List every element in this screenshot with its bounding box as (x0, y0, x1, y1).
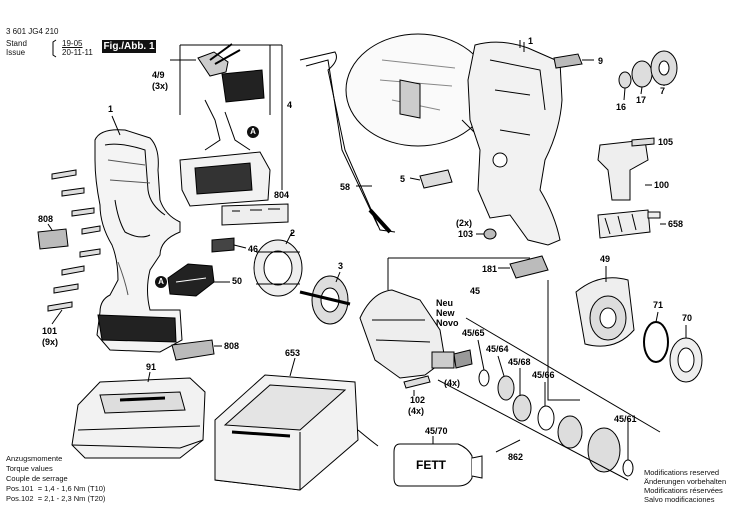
callout-804: 804 (274, 190, 290, 200)
marker-a-switch: A (247, 126, 259, 138)
grease-label: FETT (416, 458, 446, 472)
screws-101 (47, 169, 101, 312)
callout-49: 49 (600, 254, 611, 264)
left-housing-shell (94, 129, 183, 353)
hand-strap-58 (299, 51, 396, 234)
callout-103-qty: (2x) (456, 218, 473, 228)
callout-101-qty: (9x) (42, 337, 59, 347)
callout-91: 91 (146, 362, 157, 372)
switch-assembly (179, 43, 271, 207)
marker-a-housing: A (155, 276, 167, 288)
modifications-en: Modifications reserved (644, 468, 720, 477)
callout-101: 101 (42, 326, 58, 336)
figure-label: Fig./Abb. 1 (102, 40, 156, 53)
callout-9: 9 (598, 56, 604, 66)
callout-1-left: 1 (108, 104, 114, 114)
callout-46: 46 (248, 244, 259, 254)
callout-5: 5 (400, 174, 406, 184)
callout-4: 4 (287, 100, 293, 110)
new-label-en: New (436, 308, 455, 318)
callout-45-65: 45/65 (462, 328, 485, 338)
callout-45: 45 (470, 286, 481, 296)
contact-plate-804 (221, 203, 289, 226)
issue-value: 20-11-11 (62, 48, 93, 57)
lens-5 (419, 169, 453, 189)
stand-value: 19-05 (62, 39, 83, 48)
modifications-fr: Modifications réservées (644, 486, 723, 495)
document-number: 3 601 JG4 210 (6, 27, 59, 36)
label-808-lower (171, 339, 215, 361)
modifications-es: Salvo modificaciones (644, 495, 715, 504)
callout-45-68: 45/68 (508, 357, 531, 367)
callout-2: 2 (290, 228, 296, 238)
stand-label: Stand (6, 39, 27, 48)
screw-105 (631, 137, 655, 147)
callout-100: 100 (654, 180, 670, 190)
callout-58: 58 (340, 182, 351, 192)
grease-tube (393, 443, 473, 487)
callout-808-bottom: 808 (224, 341, 240, 351)
modifications-de: Änderungen vorbehalten (644, 477, 727, 486)
rotor-3 (299, 275, 351, 325)
callout-653: 653 (285, 348, 301, 358)
callout-102: 102 (410, 395, 426, 405)
callout-45-66: 45/66 (532, 370, 555, 380)
callout-70: 70 (682, 313, 693, 323)
small-parts-16-17-7 (618, 50, 678, 89)
callout-102-qty: (4x) (408, 406, 425, 416)
callout-103: 103 (458, 229, 474, 239)
leader-1-left (111, 115, 121, 136)
torque-heading-fr: Couple de serrage (6, 474, 68, 483)
belt-clip-100 (597, 139, 649, 201)
torque-heading-en: Torque values (6, 464, 53, 473)
plate-181 (509, 255, 549, 279)
callout-17: 17 (636, 95, 647, 105)
callout-105: 105 (658, 137, 674, 147)
gear-stack (478, 369, 634, 477)
gear-housing-45 (359, 289, 473, 379)
callout-45-64: 45/64 (486, 344, 509, 354)
header-bracket (52, 39, 57, 58)
callout-862: 862 (508, 452, 524, 462)
front-chuck-parts (575, 277, 703, 383)
callout-1-right: 1 (528, 36, 534, 46)
label-808-left (37, 228, 69, 250)
screw-102 (403, 375, 431, 389)
callout-4-9: 4/9 (152, 70, 165, 80)
torque-heading-de: Anzugsmomente (6, 454, 63, 463)
callout-181: 181 (482, 264, 498, 274)
battery-charger (214, 374, 379, 491)
callout-808-top: 808 (38, 214, 54, 224)
callout-7: 7 (660, 86, 666, 96)
battery-pack (71, 377, 206, 459)
bit-holder-658 (597, 209, 661, 239)
callout-50: 50 (232, 276, 243, 286)
nut-103 (483, 228, 497, 240)
callout-16: 16 (616, 102, 627, 112)
torque-pos-101: Pos.101 = 1,4 - 1,6 Nm (T10) (6, 484, 106, 493)
torque-pos-102: Pos.102 = 2,1 - 2,3 Nm (T20) (6, 494, 106, 503)
right-housing-shell (467, 40, 563, 246)
callout-658: 658 (668, 219, 684, 229)
callout-4-9-qty: (3x) (152, 81, 169, 91)
callout-3: 3 (338, 261, 344, 271)
leader-101 (51, 309, 63, 325)
callout-45-70: 45/70 (425, 426, 448, 436)
issue-label: Issue (6, 48, 26, 57)
callout-4x-qty: (4x) (444, 378, 461, 388)
stator-2 (253, 239, 303, 297)
cover-9 (553, 53, 583, 69)
callout-71: 71 (653, 300, 664, 310)
callout-45-61: 45/61 (614, 414, 637, 424)
new-label-de: Neu (436, 298, 454, 308)
spring-46 (211, 237, 235, 253)
new-label-es: Novo (436, 318, 459, 328)
